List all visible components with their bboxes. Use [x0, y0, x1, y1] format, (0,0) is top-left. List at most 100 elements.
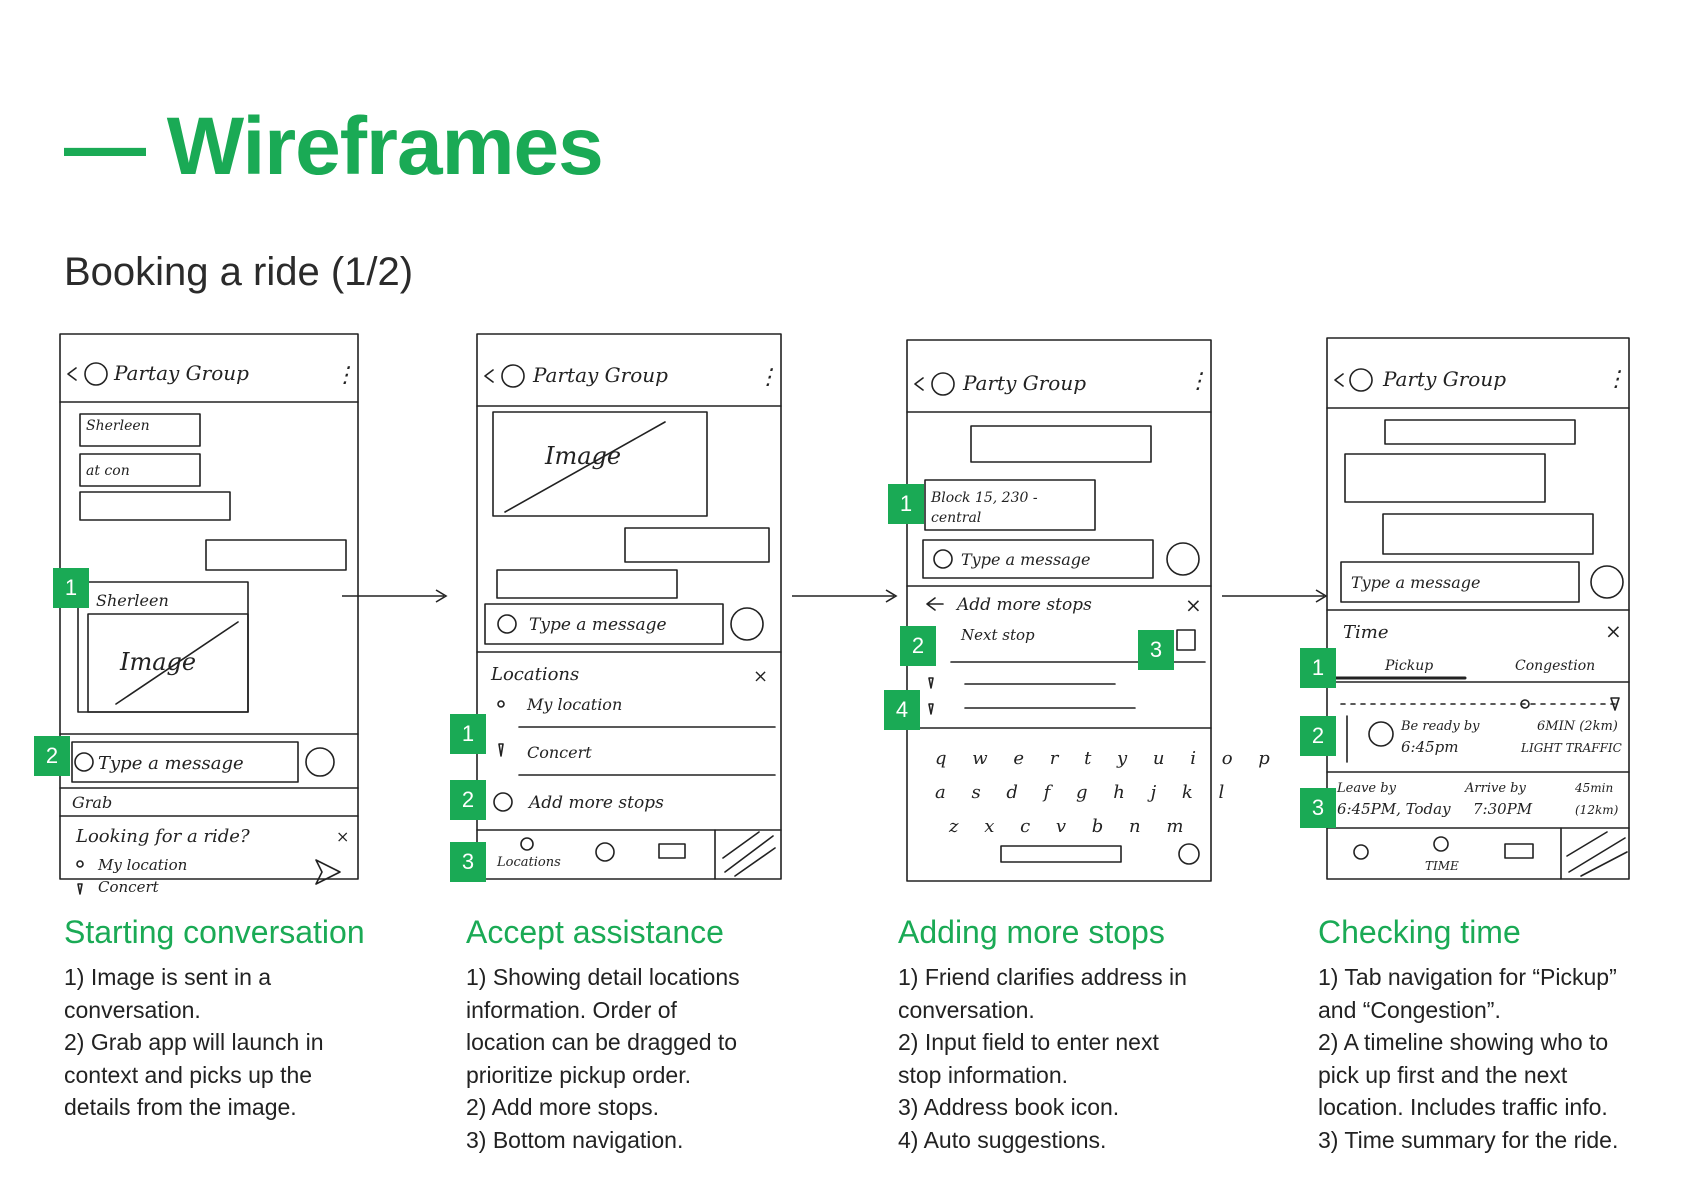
keyboard-spacebar: [1000, 845, 1122, 863]
callout-badge-3: 3: [1300, 788, 1336, 828]
group-avatar-icon: [501, 364, 525, 388]
locations-panel-title: Locations: [490, 664, 579, 685]
car-icon: [658, 843, 686, 859]
trip-duration: 45min: [1574, 781, 1613, 795]
image-sender-name: Sherleen: [96, 591, 169, 610]
driver-avatar-icon: [1368, 721, 1394, 747]
tab-pickup: Pickup: [1384, 658, 1433, 674]
message-input-placeholder: Type a message: [961, 550, 1090, 569]
close-icon: ×: [1185, 593, 1202, 617]
more-options-icon: ⋮: [334, 363, 356, 388]
callout-badge-2: 2: [1300, 716, 1336, 756]
message-input-placeholder: Type a message: [529, 615, 667, 635]
add-stops-panel-title: Add more stops: [955, 595, 1092, 615]
message-input-placeholder: Type a message: [98, 753, 244, 774]
time-panel-title: Time: [1343, 622, 1388, 643]
location-nav-icon: [520, 837, 534, 851]
emoji-icon: [74, 752, 94, 772]
chat-message-text: at con: [86, 463, 130, 479]
caption-accept-assistance: Accept assistance 1) Showing detail loca…: [466, 914, 806, 1156]
arrive-by-time: 7:30PM: [1473, 800, 1533, 818]
caption-body: 1) Friend clarifies address in conversat…: [898, 964, 1187, 1153]
callout-badge-2: 2: [34, 736, 70, 776]
location-item-my-location: My location: [97, 856, 187, 874]
caption-checking-time: Checking time 1) Tab navigation for “Pic…: [1318, 914, 1658, 1156]
flow-arrow: [340, 586, 452, 606]
address-bubble-line-2: central: [931, 510, 981, 526]
leave-by-label: Leave by: [1336, 781, 1397, 796]
chat-header-title: Partay Group: [113, 361, 249, 385]
address-book-icon: [1176, 629, 1196, 651]
message-input-placeholder: Type a message: [1351, 573, 1480, 592]
chat-header-title: Party Group: [1382, 367, 1506, 391]
caption-title: Adding more stops: [898, 914, 1165, 950]
callout-badge-3: 3: [1138, 630, 1174, 670]
caption-title: Checking time: [1318, 914, 1521, 950]
callout-badge-2: 2: [450, 780, 486, 820]
flow-arrow: [1220, 586, 1332, 606]
wireframe-checking-time: Party Group ⋮ Type a message Time × Pick…: [1325, 332, 1633, 882]
keyboard-row-1: q w e r t y u i o p: [935, 748, 1280, 769]
add-stop-icon: [493, 792, 513, 812]
callout-badge-1: 1: [1300, 648, 1336, 688]
address-bubble-line-1: Block 15, 230 -: [930, 490, 1038, 506]
chat-header-title: Party Group: [962, 371, 1086, 395]
traffic-status: LIGHT TRAFFIC: [1520, 741, 1622, 755]
group-avatar-icon: [1349, 368, 1373, 392]
mic-icon: [1166, 542, 1200, 576]
close-icon: ×: [336, 827, 349, 846]
traffic-eta: 6MIN (2km): [1537, 719, 1618, 734]
location-nav-icon: [1353, 844, 1369, 860]
wireframe-starting-conversation: Partay Group ⋮ Sherleen at con Sherleen …: [58, 332, 363, 896]
caption-title: Accept assistance: [466, 914, 724, 950]
ride-panel-title: Looking for a ride?: [75, 826, 250, 847]
caption-body: 1) Image is sent in a conversation. 2) G…: [64, 964, 324, 1120]
add-more-stops-label: Add more stops: [527, 793, 664, 813]
wireframe-accept-assistance: Partay Group ⋮ Image Type a message Loca…: [475, 332, 785, 882]
close-icon: ×: [1605, 619, 1622, 643]
flow-arrow: [790, 586, 902, 606]
mic-icon: [1590, 565, 1624, 599]
nav-locations-label: Locations: [496, 855, 561, 870]
chat-sender-name: Sherleen: [86, 418, 150, 434]
arrive-by-label: Arrive by: [1464, 781, 1526, 796]
emoji-icon: [933, 549, 953, 569]
page-subtitle: Booking a ride (1/2): [64, 250, 414, 294]
group-avatar-icon: [931, 372, 955, 396]
nav-time-label: TIME: [1425, 859, 1459, 873]
location-item-concert: Concert: [98, 878, 160, 896]
caption-adding-more-stops: Adding more stops 1) Friend clarifies ad…: [898, 914, 1238, 1156]
mic-icon: [730, 607, 764, 641]
image-placeholder-label: Image: [544, 442, 621, 470]
callout-badge-3: 3: [450, 842, 486, 882]
location-item-my-location: My location: [526, 695, 622, 714]
caption-starting-conversation: Starting conversation 1) Image is sent i…: [64, 914, 404, 1124]
caption-body: 1) Tab navigation for “Pickup” and “Cong…: [1318, 964, 1619, 1153]
more-options-icon: ⋮: [1605, 367, 1627, 392]
keyboard-mic-icon: [1178, 843, 1200, 865]
caption-body: 1) Showing detail locations information.…: [466, 964, 740, 1153]
trip-distance: (12km): [1575, 803, 1619, 817]
keyboard-row-3: z x c v b n m: [948, 816, 1193, 837]
close-icon: ×: [753, 666, 768, 687]
wireframe-adding-more-stops: Party Group ⋮ Block 15, 230 - central Ty…: [905, 332, 1270, 882]
leave-by-time: 6:45PM, Today: [1337, 800, 1451, 818]
car-icon: [1504, 843, 1534, 859]
ready-by-time: 6:45pm: [1401, 738, 1459, 756]
callout-badge-2: 2: [900, 626, 936, 666]
keyboard-row-2: a s d f g h j k l: [935, 782, 1234, 803]
callout-badge-1: 1: [888, 484, 924, 524]
grab-tab-label: Grab: [72, 793, 112, 812]
mic-icon: [305, 747, 335, 777]
chat-header-title: Partay Group: [532, 363, 668, 387]
callout-badge-1: 1: [450, 714, 486, 754]
more-options-icon: ⋮: [1187, 369, 1209, 394]
clock-icon: [595, 842, 615, 862]
image-placeholder-label: Image: [119, 648, 196, 676]
clock-icon: [1433, 836, 1449, 852]
back-icon: [926, 597, 944, 611]
group-avatar-icon: [84, 362, 108, 386]
location-item-concert: Concert: [527, 743, 592, 762]
send-icon: [315, 859, 341, 885]
caption-title: Starting conversation: [64, 914, 365, 950]
